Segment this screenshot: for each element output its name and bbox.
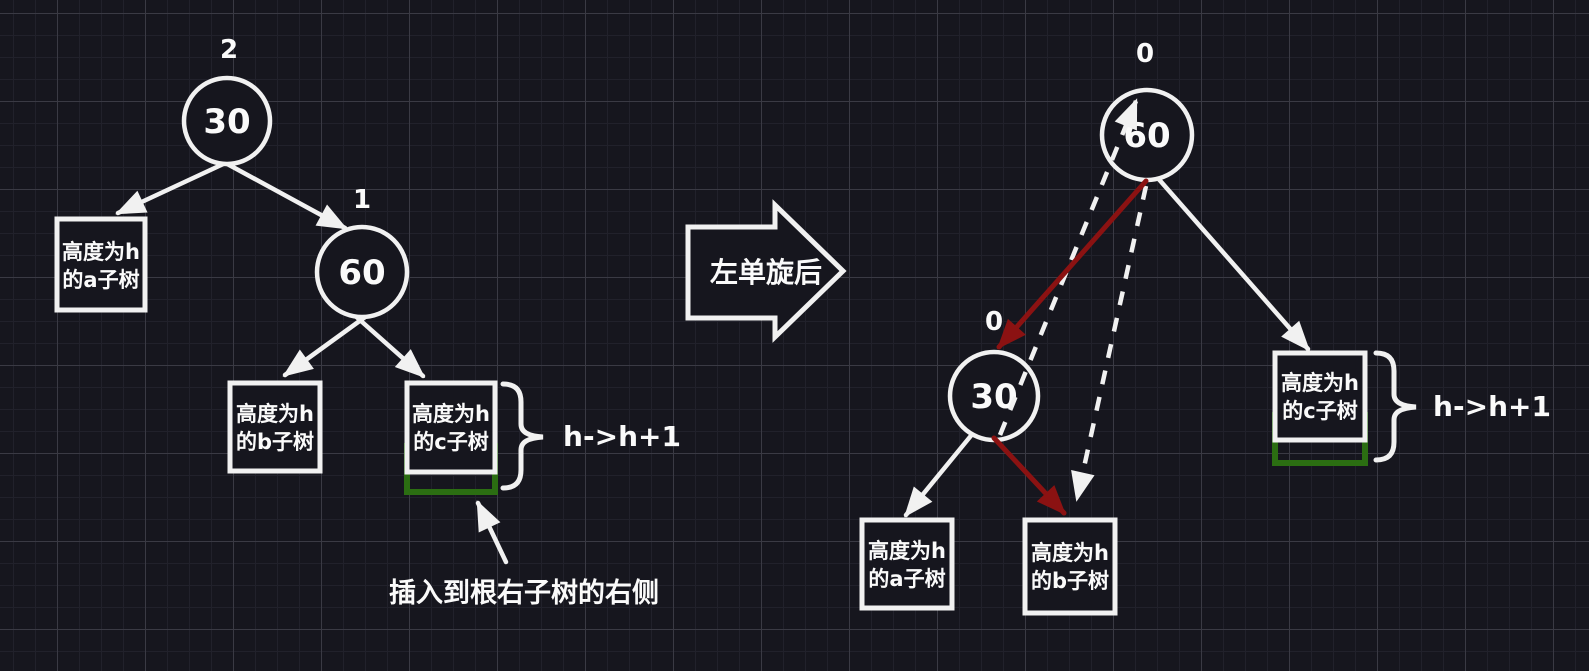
new-pointer-60-to-30 bbox=[996, 178, 1149, 350]
left-node-30-value: 30 bbox=[203, 102, 250, 142]
left-subtree-b-line1: 高度为h bbox=[236, 402, 314, 426]
left-subtree-b-box bbox=[227, 380, 323, 474]
edge-left-60-to-b bbox=[282, 309, 375, 378]
left-node-60-balance: 1 bbox=[353, 185, 371, 215]
left-subtree-c-box bbox=[404, 380, 498, 475]
right-node-30-value: 30 bbox=[970, 377, 1017, 417]
right-node-30-balance: 0 bbox=[985, 307, 1003, 337]
left-subtree-a-line2: 的a子树 bbox=[62, 268, 139, 292]
left-annotation-arrow bbox=[475, 500, 509, 565]
left-node-30-balance: 2 bbox=[220, 35, 238, 65]
left-height-label: h->h+1 bbox=[563, 420, 681, 453]
right-subtree-c-line1: 高度为h bbox=[1281, 371, 1359, 395]
left-subtree-a-line1: 高度为h bbox=[62, 240, 140, 264]
right-subtree-b-line1: 高度为h bbox=[1031, 541, 1109, 565]
right-tree: 60 0 30 0 高度为h 的a子树 高度为h 的b子树 高度为h 的c子树 … bbox=[859, 39, 1551, 616]
right-subtree-a-box bbox=[859, 517, 955, 611]
right-node-60-balance: 0 bbox=[1136, 39, 1154, 69]
new-pointer-30-to-b bbox=[991, 435, 1067, 516]
old-pointer-30-to-60 bbox=[997, 98, 1139, 436]
left-node-60 bbox=[314, 224, 410, 320]
old-pointer-60-to-b bbox=[1071, 185, 1149, 502]
left-height-brace bbox=[500, 381, 544, 491]
right-node-60-value: 60 bbox=[1123, 116, 1170, 156]
edge-right-60-to-c bbox=[1153, 173, 1311, 352]
left-subtree-b-line2: 的b子树 bbox=[236, 430, 314, 454]
edge-left-60-to-c bbox=[349, 310, 426, 379]
transition-arrow-shape bbox=[685, 199, 847, 343]
right-height-brace bbox=[1373, 350, 1417, 463]
right-subtree-b-box bbox=[1022, 517, 1118, 616]
left-subtree-c-line1: 高度为h bbox=[412, 402, 490, 426]
left-subtree-a-box bbox=[54, 216, 148, 313]
edge-left-30-to-60 bbox=[217, 157, 348, 231]
left-subtree-c-line2: 的c子树 bbox=[413, 430, 488, 454]
right-height-label: h->h+1 bbox=[1433, 390, 1551, 423]
right-subtree-c-box bbox=[1272, 350, 1368, 443]
edge-left-30-to-a bbox=[115, 156, 237, 216]
transition-arrow: 左单旋后 bbox=[685, 199, 847, 343]
edge-right-30-to-a bbox=[903, 429, 977, 518]
left-node-60-value: 60 bbox=[338, 253, 385, 293]
right-subtree-c-line2: 的c子树 bbox=[1282, 399, 1357, 423]
left-tree: 30 2 60 1 高度为h 的a子树 高度为h 的b子树 高度为h 的c子树 … bbox=[54, 35, 681, 609]
right-subtree-a-line2: 的a子树 bbox=[868, 567, 945, 591]
right-subtree-b-line2: 的b子树 bbox=[1031, 569, 1109, 593]
transition-label: 左单旋后 bbox=[710, 256, 822, 289]
right-subtree-a-line1: 高度为h bbox=[868, 539, 946, 563]
left-annotation-text: 插入到根右子树的右侧 bbox=[389, 577, 659, 609]
left-node-30 bbox=[181, 75, 273, 167]
